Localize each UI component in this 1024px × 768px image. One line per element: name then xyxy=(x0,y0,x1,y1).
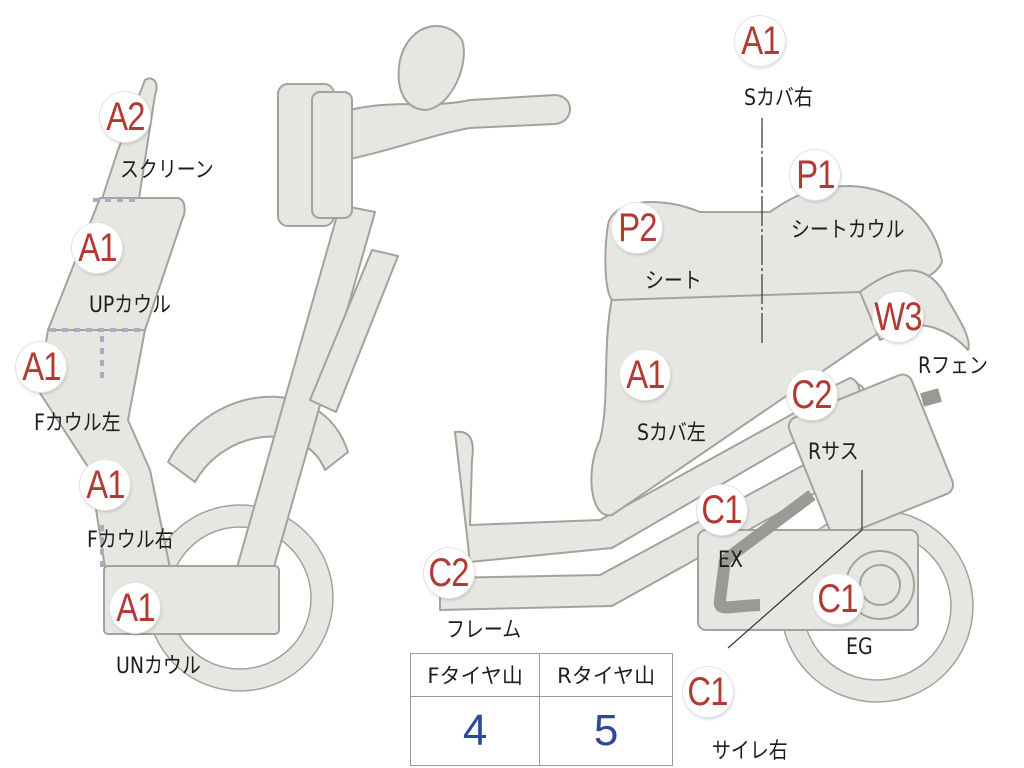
tire-tread-table: Fタイヤ山 Rタイヤ山 4 5 xyxy=(409,653,673,766)
label-seat-cowl: シートカウル xyxy=(791,218,905,243)
code-badge-f-cowl-right: A1 xyxy=(80,460,130,510)
label-f-cowl-right: Fカウル右 xyxy=(87,528,174,553)
code-badge-s-cover-left: A1 xyxy=(620,350,670,400)
label-engine: EG xyxy=(846,635,873,660)
code-badge-silencer-right: C1 xyxy=(683,667,733,717)
label-screen: スクリーン xyxy=(120,158,214,183)
front-fender xyxy=(167,395,349,483)
label-frame: フレーム xyxy=(446,618,522,643)
code-badge-r-suspension: C2 xyxy=(787,370,837,420)
label-exhaust: EX xyxy=(718,548,743,573)
label-r-fender: Rフェン xyxy=(918,354,988,379)
label-up-cowl: UPカウル xyxy=(89,293,172,318)
rear-tire-header: Rタイヤ山 xyxy=(539,653,673,697)
code-badge-screen: A2 xyxy=(100,92,150,142)
code-badge-seat: P2 xyxy=(612,203,662,253)
code-badge-engine: C1 xyxy=(813,574,863,624)
front-tire-value: 4 xyxy=(409,696,541,766)
code-badge-exhaust: C1 xyxy=(697,485,747,535)
cowl-dividers xyxy=(50,198,145,572)
label-un-cowl: UNカウル xyxy=(116,654,201,679)
code-badge-seat-cowl: P1 xyxy=(790,150,840,200)
seat-part xyxy=(604,185,943,301)
shock-body xyxy=(787,373,955,538)
code-badge-up-cowl: A1 xyxy=(72,223,122,273)
code-badge-un-cowl: A1 xyxy=(110,583,160,633)
leader-lines xyxy=(727,118,863,649)
up-cowl-part xyxy=(47,197,186,331)
mirror xyxy=(397,25,465,111)
front-tire-header: Fタイヤ山 xyxy=(409,653,541,697)
code-badge-r-fender: W3 xyxy=(873,292,923,342)
head-pipe xyxy=(309,249,399,413)
handlebar xyxy=(324,94,571,161)
label-r-suspension: Rサス xyxy=(808,440,859,465)
rear-tire-value: 5 xyxy=(539,696,673,766)
label-s-cover-left: Sカバ左 xyxy=(637,421,706,446)
code-badge-frame: C2 xyxy=(424,548,474,598)
code-badge-f-cowl-left: A1 xyxy=(16,342,66,392)
label-silencer-right: サイレ右 xyxy=(712,739,788,764)
code-badge-s-cover-right: A1 xyxy=(735,16,785,66)
label-s-cover-right: Sカバ右 xyxy=(744,86,813,111)
exhaust-pipe xyxy=(721,490,816,565)
label-seat: シート xyxy=(645,269,702,294)
label-f-cowl-left: Fカウル左 xyxy=(34,411,121,436)
